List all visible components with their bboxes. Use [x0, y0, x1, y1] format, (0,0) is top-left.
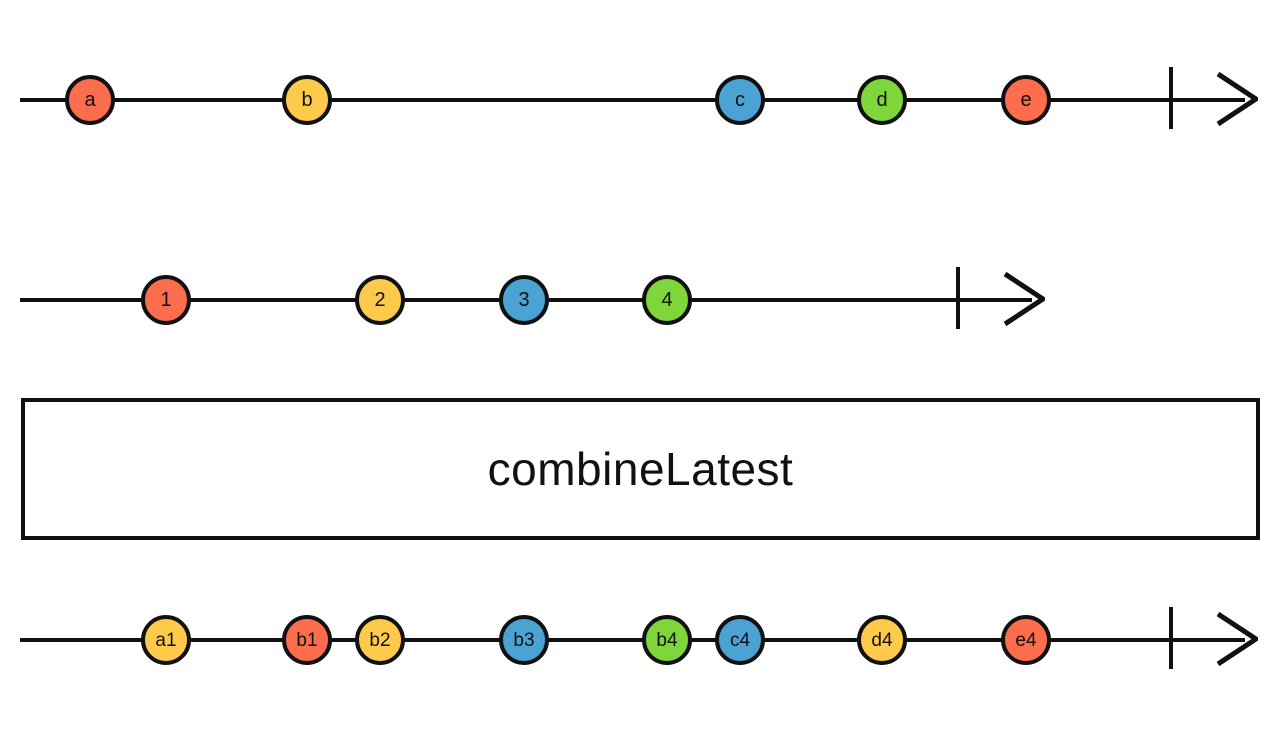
- timeline-output: a1 b1 b2 b3 b4 c4 d4 e4: [0, 590, 1280, 700]
- marble-c[interactable]: c: [715, 75, 765, 125]
- marble-2[interactable]: 2: [355, 275, 405, 325]
- marble-b1[interactable]: b1: [282, 615, 332, 665]
- marble-b[interactable]: b: [282, 75, 332, 125]
- marble-b4[interactable]: b4: [642, 615, 692, 665]
- completion-tick-icon: [1169, 607, 1173, 669]
- timeline-axis: [20, 638, 1245, 642]
- marble-b2[interactable]: b2: [355, 615, 405, 665]
- operator-box: combineLatest: [21, 398, 1260, 540]
- marble-c4[interactable]: c4: [715, 615, 765, 665]
- marble-d[interactable]: d: [857, 75, 907, 125]
- timeline-arrow-icon: [1216, 608, 1261, 675]
- marble-3[interactable]: 3: [499, 275, 549, 325]
- marble-1[interactable]: 1: [141, 275, 191, 325]
- completion-tick-icon: [1169, 67, 1173, 129]
- marble-e4[interactable]: e4: [1001, 615, 1051, 665]
- marble-4[interactable]: 4: [642, 275, 692, 325]
- timeline-arrow-icon: [1003, 268, 1048, 335]
- marble-d4[interactable]: d4: [857, 615, 907, 665]
- timeline-arrow-icon: [1216, 68, 1261, 135]
- operator-label: combineLatest: [487, 443, 794, 495]
- timeline-axis: [20, 98, 1245, 102]
- completion-tick-icon: [956, 267, 960, 329]
- marble-e[interactable]: e: [1001, 75, 1051, 125]
- timeline-source-upper: a b c d e: [0, 50, 1280, 160]
- marble-b3[interactable]: b3: [499, 615, 549, 665]
- marble-a[interactable]: a: [65, 75, 115, 125]
- timeline-source-lower: 1 2 3 4: [0, 250, 1280, 360]
- marble-a1[interactable]: a1: [141, 615, 191, 665]
